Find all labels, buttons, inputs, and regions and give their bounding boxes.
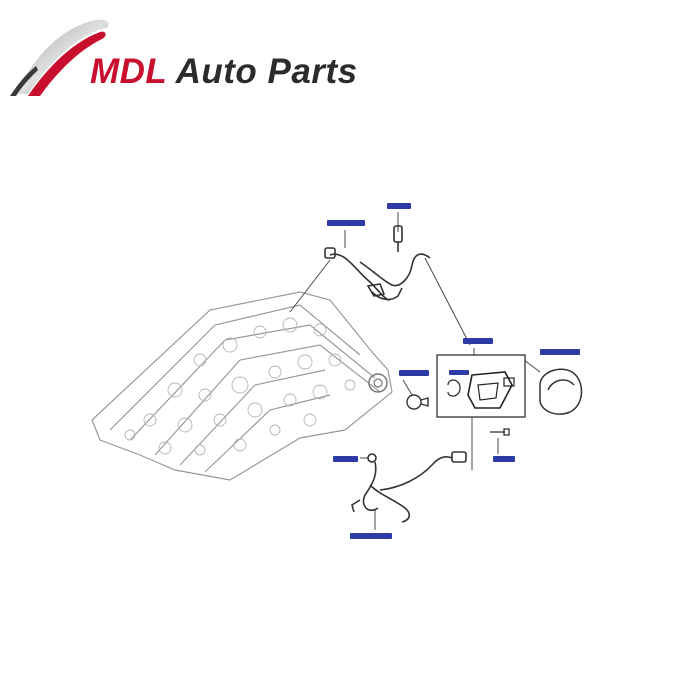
- callout-label: [333, 456, 358, 462]
- upper-harness-drawing: [324, 225, 431, 301]
- callout-label: [540, 349, 580, 355]
- logo-swoosh-icon: [10, 19, 109, 97]
- callout-label: [399, 370, 429, 376]
- sensor-cover-drawing: [539, 368, 583, 415]
- callout-label: [493, 456, 515, 462]
- lower-harness-drawing: [351, 451, 467, 523]
- callout-label: [327, 220, 365, 226]
- small-sensor-drawing: [406, 394, 429, 410]
- engine-block-drawing: [91, 291, 393, 481]
- bolt-drawing: [490, 428, 510, 436]
- logo-word-auto-parts: Auto Parts: [175, 52, 358, 91]
- callout-label: [463, 338, 493, 344]
- brand-logo: MDL Auto Parts: [8, 14, 368, 98]
- logo-word-mdl: MDL: [90, 52, 167, 91]
- leader-lines: [289, 212, 541, 530]
- logo-text: MDL Auto Parts: [90, 52, 358, 92]
- callout-label: [387, 203, 411, 209]
- callout-labels: [327, 203, 580, 539]
- callout-label: [350, 533, 392, 539]
- kit-box: [436, 354, 526, 418]
- callout-label: [449, 370, 469, 375]
